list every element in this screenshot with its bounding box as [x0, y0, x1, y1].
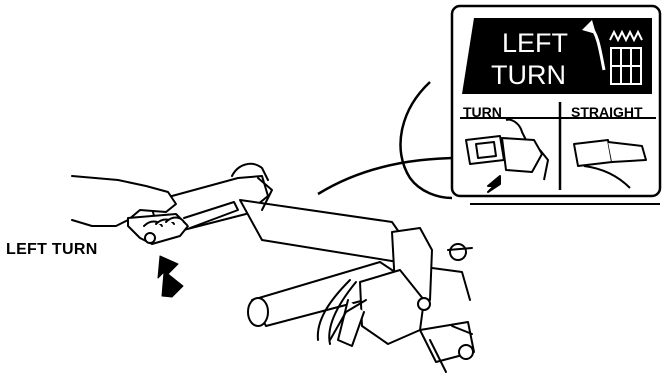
straight-grip-icon — [573, 139, 647, 189]
transmission-icon — [609, 29, 643, 85]
handlebar-assembly — [149, 162, 475, 373]
badge-title-left: LEFT — [502, 28, 569, 58]
turn-grip-icon — [465, 118, 549, 193]
left-turn-label: LEFT TURN — [6, 241, 98, 258]
instruction-badge — [450, 4, 662, 205]
squeeze-up-arrow — [157, 255, 184, 298]
badge-header-panel — [462, 18, 652, 94]
hand-on-grip — [71, 175, 239, 245]
badge-title-turn: TURN — [491, 60, 566, 90]
badge-option-turn: TURN — [463, 104, 502, 120]
badge-option-straight: STRAIGHT — [571, 104, 643, 120]
callout-connector — [317, 81, 461, 200]
